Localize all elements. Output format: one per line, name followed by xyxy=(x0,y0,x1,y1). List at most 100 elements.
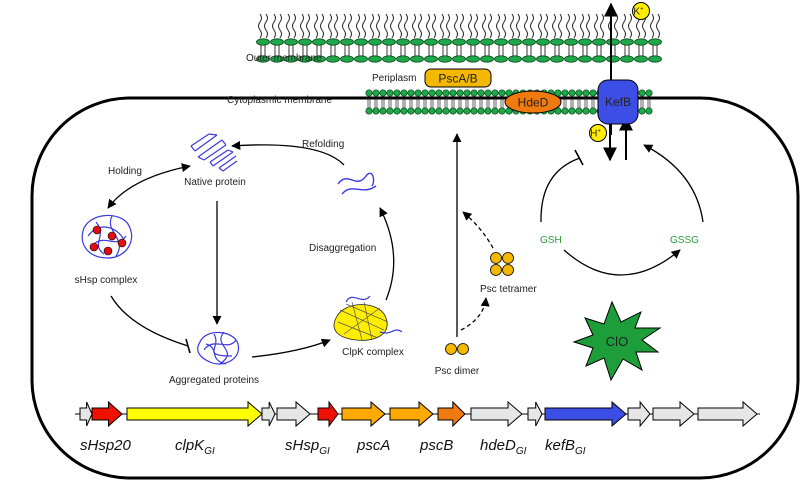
h-ion-icon xyxy=(589,124,607,142)
lipid-unit xyxy=(340,13,354,63)
lipid-unit xyxy=(466,13,480,63)
gene-arrow xyxy=(470,400,523,428)
gene-arrow xyxy=(697,400,758,428)
lipid-unit xyxy=(494,13,508,63)
holding-label: Holding xyxy=(108,166,142,177)
lipid-unit xyxy=(620,13,634,63)
lipid-unit xyxy=(424,13,438,63)
lipid-unit xyxy=(442,89,450,115)
clo-label: ClO xyxy=(606,334,628,349)
lipid-unit xyxy=(606,13,620,63)
gene-arrow xyxy=(261,401,276,427)
kefb-protein xyxy=(597,79,639,125)
lipid-unit xyxy=(382,13,396,63)
lipid-unit xyxy=(522,13,536,63)
gsh-oxidation-arrow xyxy=(563,249,681,276)
lipid-unit xyxy=(312,13,326,63)
h-ion-label: H+ xyxy=(590,129,601,140)
lipid-unit xyxy=(354,13,368,63)
lipid-unit xyxy=(438,13,452,63)
gene-arrow xyxy=(317,400,339,428)
psc-dimer-icon xyxy=(445,343,469,355)
psc-dimer-to-tetramer-arrow xyxy=(460,297,490,331)
lipid-unit xyxy=(470,89,478,115)
lipid-unit xyxy=(477,89,485,115)
lipid-unit xyxy=(414,89,422,115)
lipid-unit xyxy=(393,89,401,115)
shsp-inhibition-line xyxy=(110,295,189,347)
gene-arrow xyxy=(79,401,93,427)
cytoplasmic-membrane-label: Cytoplasmic membrane xyxy=(227,95,332,106)
holding-arrow xyxy=(107,163,191,209)
lipid-unit xyxy=(589,89,597,115)
lipid-unit xyxy=(386,89,394,115)
lipid-unit xyxy=(270,13,284,63)
lipid-unit xyxy=(256,13,270,63)
gsh-label: GSH xyxy=(540,235,562,246)
lipid-unit xyxy=(561,89,569,115)
refolding-label: Refolding xyxy=(302,139,344,150)
psc-ab-protein xyxy=(424,68,492,88)
psc-tetramer-icon xyxy=(490,252,514,276)
gene-arrow xyxy=(652,400,695,428)
lipid-unit xyxy=(638,89,646,115)
lipid-unit xyxy=(368,13,382,63)
lipid-unit xyxy=(379,89,387,115)
lipid-unit xyxy=(452,13,466,63)
gene-arrow xyxy=(126,400,263,428)
lipid-unit xyxy=(578,13,592,63)
gssg-activation-arrow xyxy=(643,144,704,223)
lipid-unit xyxy=(564,13,578,63)
hded-protein xyxy=(504,90,562,114)
lipid-unit xyxy=(536,13,550,63)
kefb-label: KefB xyxy=(605,95,631,109)
clpk-complex-label: ClpK complex xyxy=(342,347,404,358)
gene-label: pscB xyxy=(419,437,453,454)
lipid-unit xyxy=(407,89,415,115)
lipid-unit xyxy=(449,89,457,115)
gsh-inhibition-line xyxy=(540,157,581,223)
k-ion-label: K+ xyxy=(633,7,644,18)
lipid-unit xyxy=(568,89,576,115)
clo-burst-icon xyxy=(572,300,662,382)
native-protein-label: Native protein xyxy=(184,177,246,188)
gene-label: pscA xyxy=(356,437,390,454)
lipid-unit xyxy=(491,89,499,115)
lipid-unit xyxy=(582,89,590,115)
lipid-unit xyxy=(435,89,443,115)
cell-outline xyxy=(30,96,800,480)
gene-label: kefBGI xyxy=(545,437,586,457)
psc-ab-label: PscA/B xyxy=(438,72,477,86)
lipid-unit xyxy=(634,13,648,63)
shsp-inhibition-bar xyxy=(185,338,191,354)
gene-label: sHspGI xyxy=(285,437,330,457)
lipid-unit xyxy=(428,89,436,115)
gene-labels: sHsp20 clpKGI sHspGI pscA pscB hdeDGI kefBGI xyxy=(80,437,586,457)
lipid-unit xyxy=(645,89,653,115)
outer-membrane xyxy=(256,13,662,63)
aggregated-protein-icon xyxy=(197,331,240,365)
clpk-complex-icon xyxy=(333,295,403,341)
lipid-unit xyxy=(498,89,506,115)
lipid-unit xyxy=(372,89,380,115)
lipid-unit xyxy=(550,13,564,63)
gene-arrow xyxy=(276,400,311,428)
native-protein-icon xyxy=(190,133,238,172)
gene-label: sHsp20 xyxy=(80,437,132,454)
lipid-unit xyxy=(396,13,410,63)
lipid-unit xyxy=(456,89,464,115)
gene-label: clpKGI xyxy=(175,437,215,457)
lipid-unit xyxy=(284,13,298,63)
unfolded-protein-icon xyxy=(337,172,377,195)
lipid-unit xyxy=(410,13,424,63)
shsp-complex-icon xyxy=(81,214,133,259)
lipid-unit xyxy=(463,89,471,115)
disaggregation-label: Disaggregation xyxy=(309,243,376,254)
psc-tetramer-label: Psc tetramer xyxy=(480,284,537,295)
clpk-binding-arrow xyxy=(251,338,331,358)
lipid-unit xyxy=(575,89,583,115)
lipid-unit xyxy=(554,89,562,115)
gene-label: hdeDGI xyxy=(480,437,527,457)
